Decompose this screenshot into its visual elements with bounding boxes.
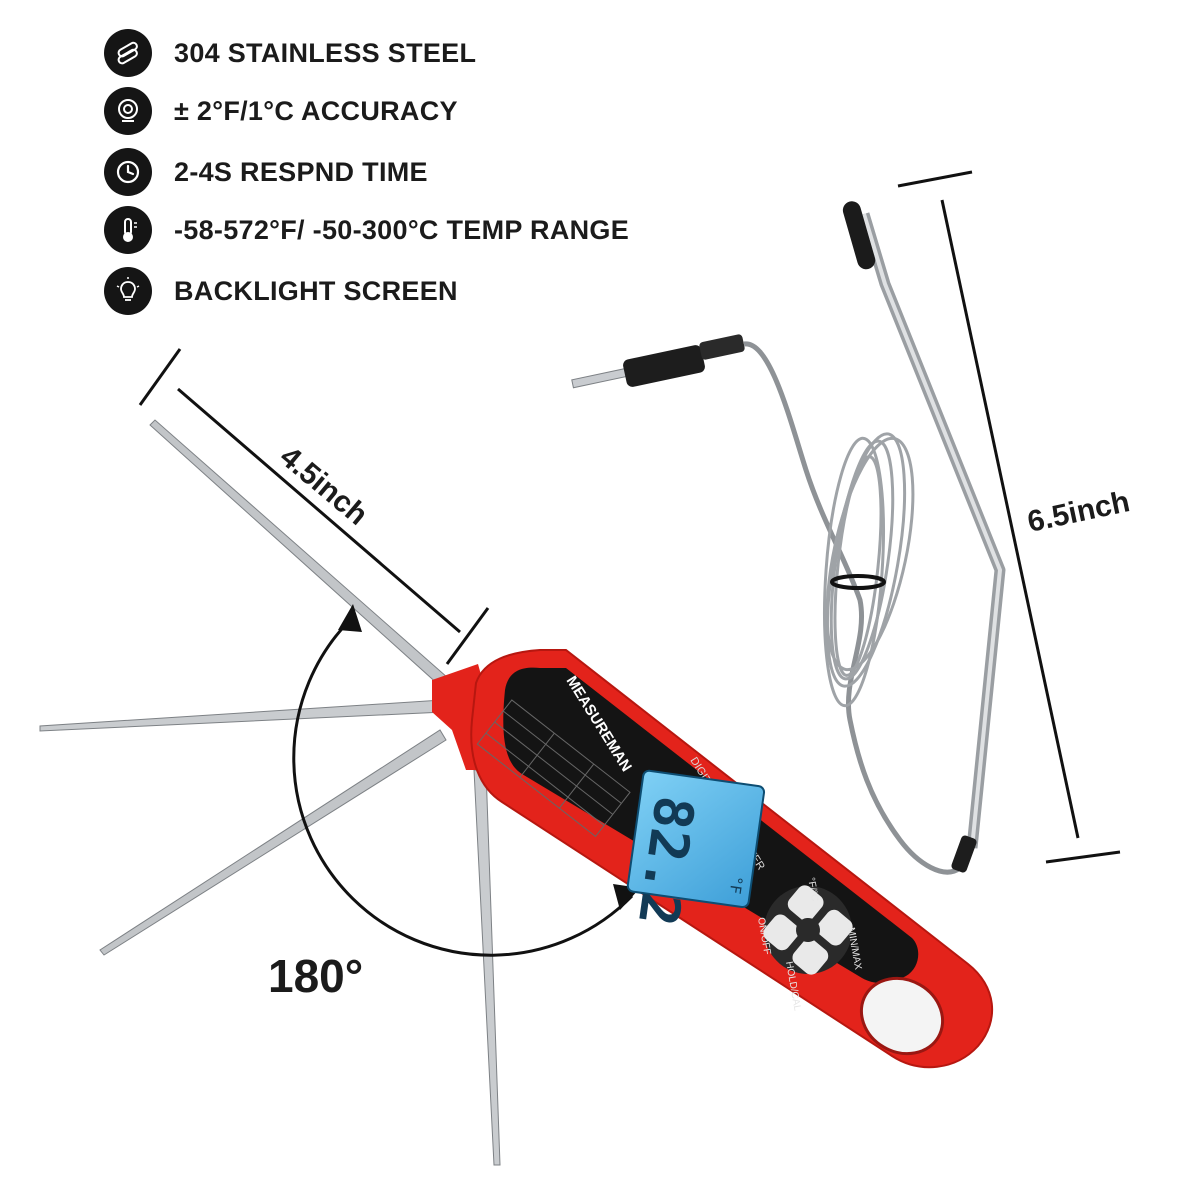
fold-probes xyxy=(39,419,501,1166)
cable-tie xyxy=(830,574,886,590)
probe-position-left xyxy=(39,699,445,732)
probe-cable-crimp xyxy=(951,835,977,873)
probe-position-lower-left xyxy=(99,729,447,956)
onoff-button[interactable] xyxy=(785,882,827,924)
feature-item: ± 2°F/1°C ACCURACY xyxy=(104,86,458,136)
external-probe-dimension: 6.5inch xyxy=(897,170,1133,864)
feature-item: -58-572°F/ -50-300°C TEMP RANGE xyxy=(104,205,629,255)
rotation-angle-label: 180° xyxy=(268,950,363,1002)
probe-black-tip xyxy=(842,201,876,270)
target-accuracy-icon xyxy=(104,87,152,135)
feature-text: -58-572°F/ -50-300°C TEMP RANGE xyxy=(174,214,630,245)
cable-coil xyxy=(823,432,915,708)
spec-table xyxy=(476,699,631,838)
feature-item: BACKLIGHT SCREEN xyxy=(104,266,458,316)
feature-text: 304 STAINLESS STEEL xyxy=(174,37,477,68)
lcd-unit: °F xyxy=(726,875,746,895)
external-probe-length-label: 6.5inch xyxy=(1025,485,1133,539)
light-bulb-icon xyxy=(104,267,152,315)
unit-toggle-label: °F/°C xyxy=(805,877,820,903)
button-cluster xyxy=(760,882,856,978)
feature-item: 304 STAINLESS STEEL xyxy=(104,28,476,78)
audio-jack-tip xyxy=(571,367,629,389)
audio-jack-body xyxy=(623,345,705,387)
audio-jack-strain-relief xyxy=(699,334,745,360)
fold-probe-dimension: 4.5inch xyxy=(138,348,490,665)
hanging-hole xyxy=(859,976,945,1056)
feature-item: 2-4S RESPND TIME xyxy=(104,147,428,197)
min-max-button[interactable] xyxy=(789,936,831,978)
feature-text: BACKLIGHT SCREEN xyxy=(174,275,458,306)
feature-text: 2-4S RESPND TIME xyxy=(174,156,428,187)
rotation-arc: 180° xyxy=(268,604,640,1002)
thermometer-body: MEASUREMAN DIGITAL THERMOMETER 82.2 °F O… xyxy=(432,649,994,1069)
thermometer-icon xyxy=(104,206,152,254)
braided-cable xyxy=(743,341,962,875)
external-probe-assembly xyxy=(571,201,1006,875)
unit-toggle-button[interactable] xyxy=(814,907,856,949)
probe-position-down xyxy=(473,769,501,1166)
feature-text: ± 2°F/1°C ACCURACY xyxy=(174,95,458,126)
steel-layers-icon xyxy=(104,29,152,77)
hold-cal-button[interactable] xyxy=(760,911,802,953)
lcd-screen: 82.2 °F xyxy=(626,769,766,930)
clock-icon xyxy=(104,148,152,196)
